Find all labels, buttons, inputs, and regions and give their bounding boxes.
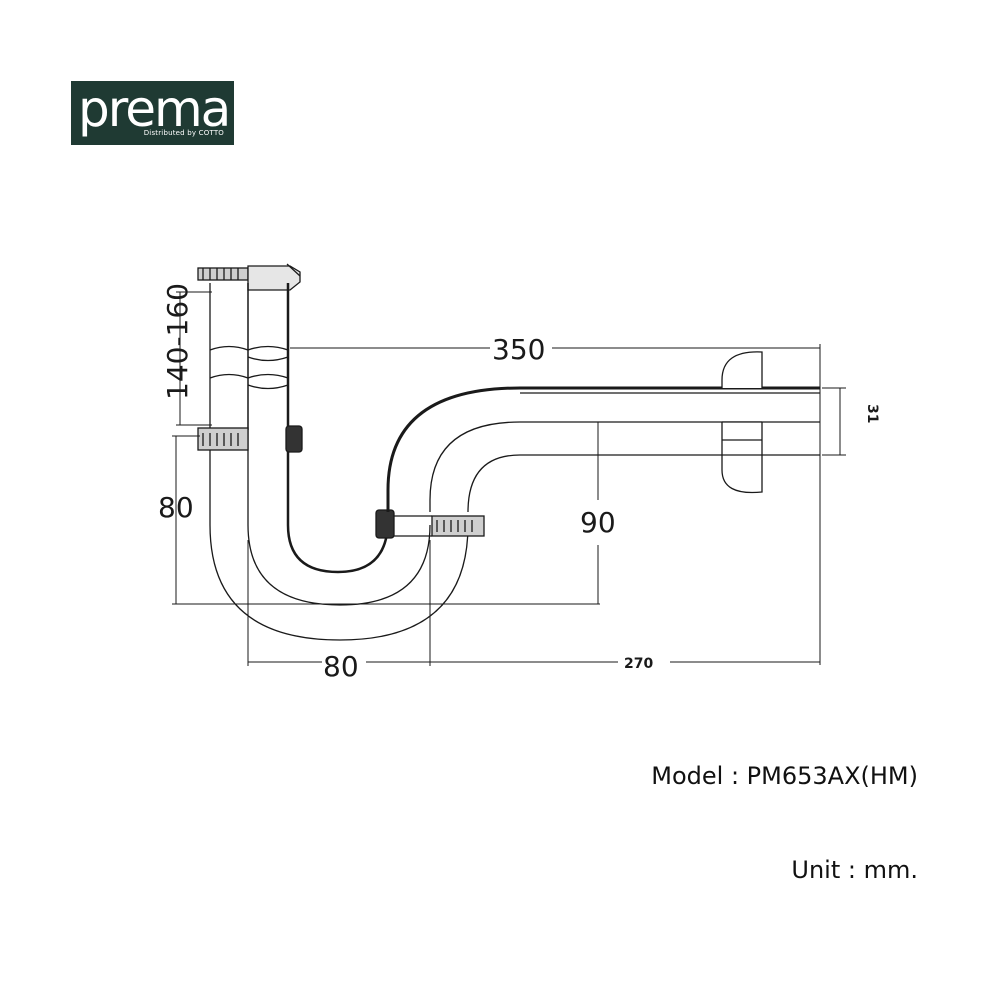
u-bend-rear (209, 450, 469, 641)
tailpiece-front (247, 283, 290, 525)
trap-nut (375, 509, 485, 539)
top-nut (197, 263, 301, 291)
model-label: Model : PM653AX(HM) (651, 762, 918, 790)
unit-label: Unit : mm. (791, 856, 918, 884)
outlet-outer (386, 386, 820, 512)
middle-nut (197, 425, 303, 453)
dim-trap-width: 80 (323, 650, 359, 683)
brand-name: prema (78, 80, 231, 138)
dim-trap-height-left: 80 (158, 491, 194, 524)
dim-trap-depth: 90 (580, 506, 616, 539)
dim-pipe-diameter: 31 (864, 404, 880, 423)
brand-logo: prema Distributed by COTTO (71, 80, 234, 145)
dim-outlet-length: 350 (492, 333, 545, 366)
outlet-rear (467, 454, 820, 513)
brand-tagline: Distributed by COTTO (143, 129, 224, 137)
dim-wall-distance: 270 (624, 656, 653, 672)
dim-tailpiece-height: 140-160 (161, 283, 194, 400)
outlet-inner (429, 421, 820, 512)
u-bend-rear-inner (247, 524, 431, 606)
tailpiece-rear (209, 283, 249, 430)
u-bend-front (286, 519, 390, 574)
